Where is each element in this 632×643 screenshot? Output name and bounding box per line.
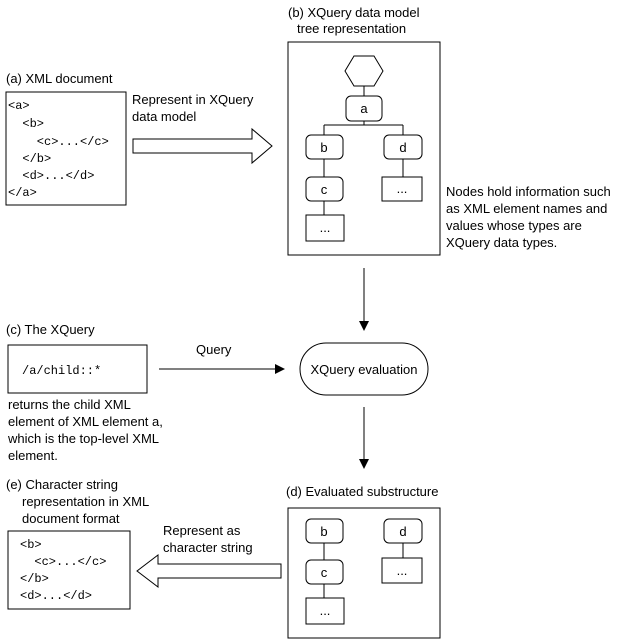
tree-node-d-label: d [399,140,406,155]
xml-line: <a> [8,99,30,113]
tree-node-a-label: a [360,101,368,116]
tree-node-c-child [305,214,345,242]
b-panel-title-2: tree representation [297,21,406,36]
string-arrow-label-2: character string [163,540,253,555]
evaluated-node-d-child [381,557,423,584]
xquery-description-line: element. [8,448,58,463]
tree-node-d [383,134,423,160]
evaluated-node-c-child [305,597,345,625]
document-node-hexagon [344,55,384,87]
evaluated-node-d [383,518,423,544]
d-panel-title: (d) Evaluated substructure [286,484,438,499]
e-panel-title-line: representation in XML [22,494,149,509]
represent-block-arrow [132,127,273,165]
node-note-line: Nodes hold information such [446,184,611,199]
represent-arrow-label-1: Represent in XQuery [132,92,254,107]
string-line: <c>...</c> [20,555,106,569]
xml-line: <d>...</d> [8,169,94,183]
character-string-box [7,530,131,610]
tree-node-c [305,176,344,202]
represent-arrow-label-2: data model [132,109,196,124]
xquery-description-line: element of XML element a, [8,414,163,429]
tree-node-b [305,134,344,160]
xml-document-box [5,91,127,206]
tree-node-a [345,95,383,122]
xquery-description-line: returns the child XML [8,397,131,412]
a-panel-title: (a) XML document [6,71,113,86]
evaluated-node-c-label: c [321,565,328,580]
xml-line: </a> [8,186,37,200]
xquery-box [7,344,148,394]
string-line: <b> [20,538,42,552]
string-line: </b> [20,572,49,586]
character-string-lines: <b> <c>...</c> </b> <d>...</d> [20,538,106,603]
e-panel-title-line: document format [22,511,120,526]
evaluated-node-d-label: d [399,524,406,539]
string-line: <d>...</d> [20,589,92,603]
node-note-line: XQuery data types. [446,235,557,250]
tree-node-c-label: c [321,182,328,197]
evaluated-node-c [305,559,344,585]
evaluated-node-b-label: b [320,524,327,539]
tree-edges [323,86,404,215]
xml-line: </b> [8,152,51,166]
tree-node-b-label: b [320,140,327,155]
xml-line: <c>...</c> [8,135,109,149]
node-note-line: as XML element names and [446,201,607,216]
xml-document-lines: <a> <b> <c>...</c> </b> <d>...</d> </a> [8,99,109,200]
xquery-description-line: which is the top-level XML [7,431,159,446]
string-block-arrow [136,553,282,589]
xquery-evaluation-label: XQuery evaluation [311,362,418,377]
e-panel-title-line: (e) Character string [6,477,118,492]
b-panel-title-1: (b) XQuery data model [288,5,420,20]
evaluated-node-c-child-label: ... [320,603,331,618]
c-panel-title: (c) The XQuery [6,322,95,337]
xquery-expression: /a/child::* [22,364,101,378]
query-arrow-label: Query [196,342,232,357]
string-arrow-label-1: Represent as [163,523,241,538]
tree-node-d-child [381,176,423,202]
node-note-line: values whose types are [446,218,582,233]
evaluated-node-b [305,518,344,544]
evaluated-tree-edges [323,543,404,598]
tree-node-c-child-label: ... [320,220,331,235]
evaluated-node-d-child-label: ... [397,563,408,578]
xml-line: <b> [8,117,44,131]
tree-node-d-child-label: ... [397,181,408,196]
xquery-evaluation-node [299,342,429,396]
